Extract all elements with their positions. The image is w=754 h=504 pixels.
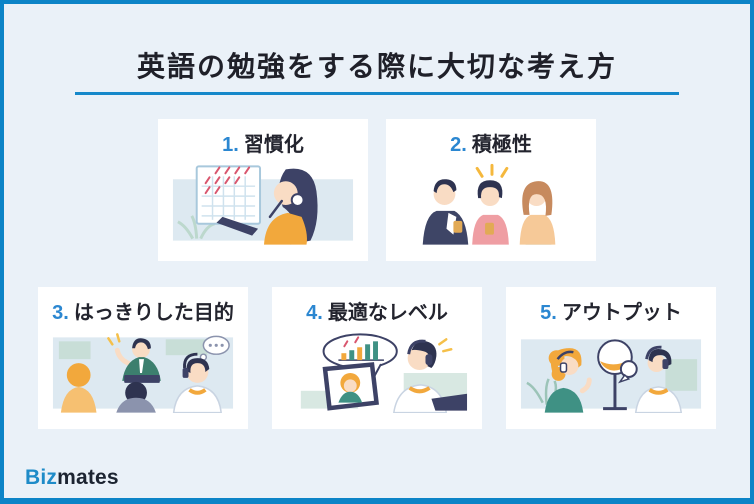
sparkle-rays-icon [475,163,509,178]
woman-pink-top-with-cup [472,179,509,245]
listener-orange-hair [60,362,97,413]
woman-long-hair [519,180,556,245]
card-1-title: 1.習慣化 [222,132,304,158]
team-meeting-illustration [52,332,234,413]
three-people-chatting-illustration [422,163,556,245]
card-1-habit: 1.習慣化 [158,118,368,261]
listener-back-view [116,381,156,413]
card-1-number: 1. [222,133,239,156]
online-lesson-illustration [300,333,468,413]
calendar-icon [195,165,262,225]
cards-row-top: 1.習慣化 [4,118,750,261]
card-5-number: 5. [540,301,557,324]
card-3-clear-goal: 3.はっきりした目的 [38,286,248,429]
bizmates-logo-blue-part: Biz [25,466,58,489]
card-4-title: 4.最適なレベル [306,300,448,326]
woman-with-headphones [263,168,318,245]
habit-calendar-illustration [172,165,354,245]
card-5-title: 5.アウトプット [540,300,682,326]
card-3-title: 3.はっきりした目的 [52,300,234,326]
card-2-proactiveness: 2.積極性 [386,118,596,261]
card-1-label: 習慣化 [243,133,304,156]
card-5-label: アウトプット [561,301,682,324]
woman-speaking [544,347,592,413]
student-with-headphones [393,337,468,413]
card-2-label: 積極性 [471,133,532,156]
speech-bubble-lamp-icon [597,338,638,410]
card-2-title: 2.積極性 [450,132,532,158]
man-with-headphones-thinking [172,335,230,413]
man-speaking [634,345,683,413]
card-5-output: 5.アウトプット [506,286,716,429]
card-2-number: 2. [450,133,467,156]
card-4-label: 最適なレベル [327,301,448,324]
businessman-with-cup [422,178,469,245]
page-title: 英語の勉強をする際に大切な考え方 [136,51,617,82]
cards-row-bottom: 3.はっきりした目的 [4,286,750,429]
laptop-with-tutor [322,361,379,411]
bizmates-logo: Bizmates [25,466,119,490]
card-4-optimal-level: 4.最適なレベル [272,286,482,429]
laptop-icon [216,216,259,236]
title-underline [75,91,679,95]
card-4-number: 4. [306,301,323,324]
card-3-number: 3. [52,301,69,324]
presenter-figure [107,332,161,383]
card-3-label: はっきりした目的 [73,301,234,324]
speaking-practice-illustration [520,338,702,413]
bizmates-logo-dark-part: mates [57,466,119,489]
